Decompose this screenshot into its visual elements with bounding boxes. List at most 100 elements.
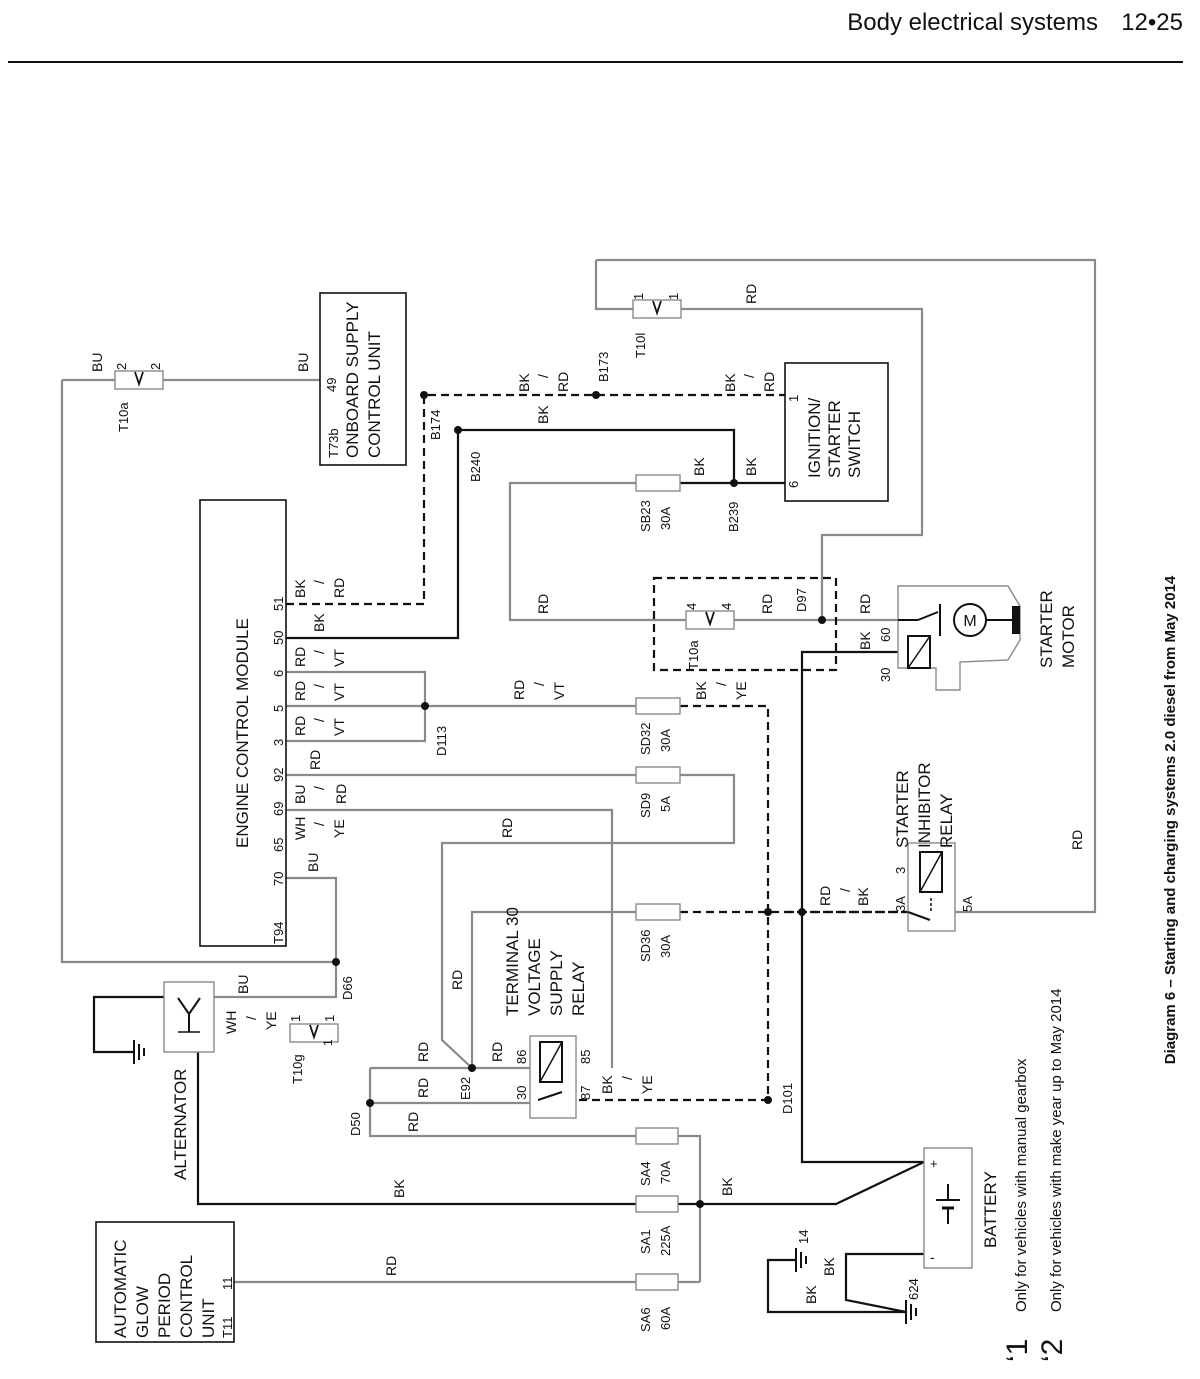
glow-period-control-unit: AUTOMATIC GLOW PERIOD CONTROL UNIT 11 T1… <box>95 1221 235 1343</box>
svg-text:51: 51 <box>271 597 286 611</box>
starter-motor: M STARTER MOTOR 60 30 <box>878 585 1078 691</box>
svg-text:92: 92 <box>271 768 286 782</box>
svg-text:D97: D97 <box>794 588 809 612</box>
svg-text:ALTERNATOR: ALTERNATOR <box>171 1069 190 1180</box>
note-1: ‘1 Only for vehicles with manual gearbox <box>1001 1058 1034 1362</box>
svg-text:VT: VT <box>331 683 347 701</box>
svg-text:SUPPLY: SUPPLY <box>547 950 566 1016</box>
svg-text:VT: VT <box>551 682 567 700</box>
svg-text:1: 1 <box>631 293 646 300</box>
svg-text:30A: 30A <box>658 935 673 958</box>
svg-text:YE: YE <box>733 681 749 700</box>
svg-text:RD: RD <box>292 647 308 667</box>
svg-text:UNIT: UNIT <box>199 1298 218 1338</box>
svg-text:BK: BK <box>821 1257 837 1276</box>
svg-text:BK: BK <box>311 613 327 632</box>
svg-text:30: 30 <box>514 1086 529 1100</box>
svg-text:50: 50 <box>271 631 286 645</box>
svg-text:30: 30 <box>878 668 893 682</box>
svg-text:INHIBITOR: INHIBITOR <box>915 762 934 848</box>
svg-text:85: 85 <box>578 1050 593 1064</box>
svg-text:TERMINAL 30: TERMINAL 30 <box>503 907 522 1016</box>
svg-text:MOTOR: MOTOR <box>1059 605 1078 668</box>
svg-text:SWITCH: SWITCH <box>845 411 864 478</box>
svg-text:86: 86 <box>514 1050 529 1064</box>
header-rule <box>8 61 1183 63</box>
svg-text:BATTERY: BATTERY <box>981 1171 1000 1248</box>
svg-text:RD: RD <box>857 594 873 614</box>
connector-t10l: T10l 1 1 <box>631 293 682 358</box>
engine-control-module: ENGINE CONTROL MODULE T94 51 50 6 5 3 92… <box>199 499 287 947</box>
svg-text:STARTER: STARTER <box>825 400 844 478</box>
svg-text:BU: BU <box>235 975 251 994</box>
svg-text:AUTOMATIC: AUTOMATIC <box>111 1239 130 1338</box>
svg-text:30A: 30A <box>658 507 673 530</box>
svg-text:5A: 5A <box>960 896 975 912</box>
svg-text:WH: WH <box>223 1011 239 1034</box>
svg-text:T94: T94 <box>271 922 286 944</box>
svg-text:RD: RD <box>555 372 571 392</box>
svg-text:1: 1 <box>666 293 681 300</box>
svg-text:70: 70 <box>271 872 286 886</box>
footnote-refs: 1 <box>321 1039 335 1046</box>
svg-text:SA4: SA4 <box>638 1161 653 1186</box>
svg-text:YE: YE <box>263 1011 279 1030</box>
diagram-caption: Diagram 6 – Starting and charging system… <box>1162 575 1179 1064</box>
svg-text:/: / <box>311 684 327 688</box>
connector-t10a-4: T10a 4 4 <box>684 603 735 670</box>
svg-text:BU: BU <box>89 353 105 372</box>
terminal-30-relay: TERMINAL 30 VOLTAGE SUPPLY RELAY 86 85 3… <box>503 907 593 1119</box>
svg-text:ENGINE CONTROL MODULE: ENGINE CONTROL MODULE <box>233 618 252 848</box>
svg-text:RD: RD <box>415 1078 431 1098</box>
svg-text:RD: RD <box>817 886 833 906</box>
svg-text:BK: BK <box>803 1285 819 1304</box>
junction-dots <box>332 391 826 1208</box>
fuse-sd36: SD36 30A <box>635 903 681 962</box>
svg-text:SA1: SA1 <box>638 1229 653 1254</box>
svg-text:D113: D113 <box>434 726 449 756</box>
svg-text:BK: BK <box>535 405 551 424</box>
svg-text:BK: BK <box>855 887 871 906</box>
svg-text:RELAY: RELAY <box>937 794 956 849</box>
svg-text:WH: WH <box>292 817 308 840</box>
note-2: ‘2 Only for vehicles with make year up t… <box>1036 989 1069 1362</box>
svg-text:5A: 5A <box>658 796 673 812</box>
svg-text:RD: RD <box>333 784 349 804</box>
svg-text:RD: RD <box>405 1112 421 1132</box>
svg-text:RD: RD <box>449 970 465 990</box>
svg-text:IGNITION/: IGNITION/ <box>805 397 824 478</box>
earth-point-alternator <box>133 1040 145 1064</box>
ignition-starter-switch: IGNITION/ STARTER SWITCH 1 6 <box>784 362 889 502</box>
svg-text:/: / <box>619 1076 635 1080</box>
svg-text:1: 1 <box>288 1015 303 1022</box>
svg-text:225A: 225A <box>658 1225 673 1256</box>
svg-text:PERIOD: PERIOD <box>155 1273 174 1338</box>
svg-text:BK: BK <box>292 579 308 598</box>
svg-text:6: 6 <box>786 481 801 488</box>
svg-text:/: / <box>311 718 327 722</box>
svg-text:624: 624 <box>906 1278 921 1300</box>
svg-text:YE: YE <box>639 1075 655 1094</box>
svg-text:YE: YE <box>331 819 347 838</box>
svg-text:-: - <box>930 1249 935 1265</box>
battery: + - BATTERY <box>923 1147 1000 1269</box>
svg-text:/: / <box>311 822 327 826</box>
svg-text:5: 5 <box>271 705 286 712</box>
page-number: 12•25 <box>1121 9 1183 36</box>
svg-text:VT: VT <box>331 649 347 667</box>
svg-text:D50: D50 <box>348 1112 363 1136</box>
svg-text:1: 1 <box>786 395 801 402</box>
svg-text:STARTER: STARTER <box>893 770 912 848</box>
svg-text:CONTROL: CONTROL <box>177 1255 196 1338</box>
svg-text:/: / <box>311 786 327 790</box>
wires-dashed <box>286 393 908 1102</box>
svg-text:VOLTAGE: VOLTAGE <box>525 938 544 1016</box>
svg-text:RD: RD <box>759 594 775 614</box>
earth-point-14: 14 <box>795 1230 811 1272</box>
fuse-sd32: SD32 30A <box>635 697 681 755</box>
svg-text:14: 14 <box>796 1230 811 1244</box>
svg-text:SD32: SD32 <box>638 722 653 755</box>
svg-text:/: / <box>535 374 551 378</box>
svg-text:4: 4 <box>719 603 734 610</box>
